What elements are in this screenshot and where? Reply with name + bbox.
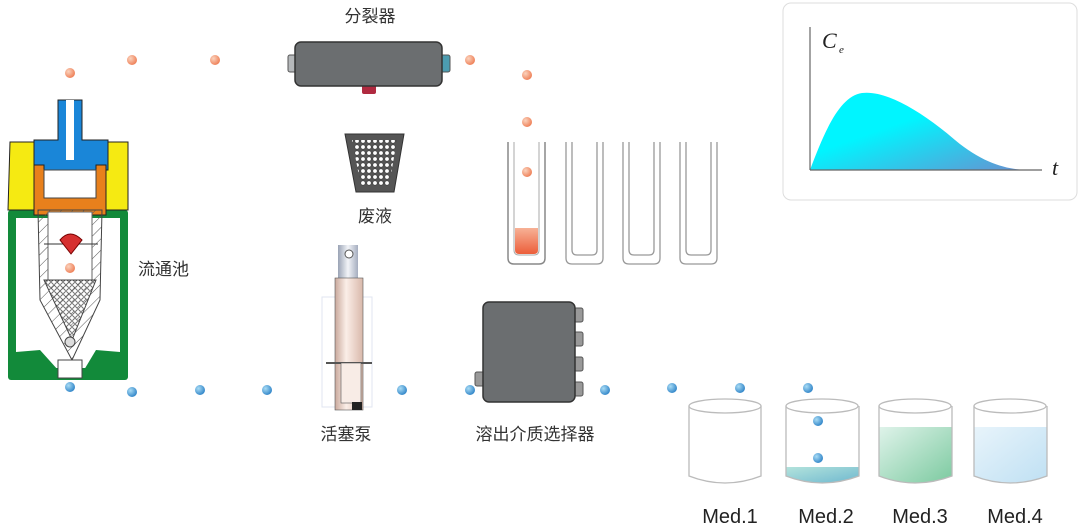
splitter bbox=[287, 41, 451, 94]
medium-flow-dots bbox=[65, 382, 823, 463]
piston-pump-label: 活塞泵 bbox=[321, 425, 372, 445]
release-curve-inset: C e t bbox=[782, 2, 1078, 201]
test-tubes bbox=[507, 142, 718, 265]
flow-cell-label: 流通池 bbox=[138, 260, 189, 280]
waste-label: 废液 bbox=[358, 207, 392, 227]
release-curve-area bbox=[810, 92, 1030, 170]
y-axis-label: C bbox=[822, 28, 837, 53]
sample-dot bbox=[65, 263, 75, 273]
medium-beaker-4 bbox=[973, 398, 1048, 484]
medium-dot bbox=[600, 385, 610, 395]
sample-flow-dots bbox=[65, 55, 532, 273]
splitter-label: 分裂器 bbox=[345, 7, 396, 27]
sample-dot bbox=[522, 117, 532, 127]
piston-pump bbox=[321, 245, 373, 411]
y-axis-label-subscript: e bbox=[839, 44, 844, 56]
waste-container bbox=[344, 133, 405, 193]
medium-selector-label: 溶出介质选择器 bbox=[476, 425, 595, 445]
medium-beaker-2 bbox=[785, 398, 860, 484]
sample-dot bbox=[522, 167, 532, 177]
medium-dot bbox=[262, 385, 272, 395]
sample-dot bbox=[210, 55, 220, 65]
sample-dot bbox=[65, 68, 75, 78]
medium-dot bbox=[813, 453, 823, 463]
medium-dot bbox=[667, 383, 677, 393]
medium-label-4: Med.4 bbox=[987, 506, 1043, 528]
x-axis-label: t bbox=[1052, 155, 1059, 180]
flow-cell bbox=[7, 99, 129, 380]
medium-dot bbox=[397, 385, 407, 395]
sample-dot bbox=[522, 70, 532, 80]
medium-dot bbox=[195, 385, 205, 395]
medium-label-1: Med.1 bbox=[702, 506, 758, 528]
sample-dot bbox=[465, 55, 475, 65]
sample-dot bbox=[127, 55, 137, 65]
medium-dot bbox=[735, 383, 745, 393]
medium-dot bbox=[127, 387, 137, 397]
medium-selector bbox=[474, 301, 584, 403]
medium-dot bbox=[803, 383, 813, 393]
medium-dot bbox=[465, 385, 475, 395]
medium-beaker-3 bbox=[878, 398, 953, 484]
medium-label-2: Med.2 bbox=[798, 506, 854, 528]
medium-dot bbox=[813, 416, 823, 426]
medium-beaker-1 bbox=[688, 398, 762, 484]
medium-label-3: Med.3 bbox=[892, 506, 948, 528]
medium-dot bbox=[65, 382, 75, 392]
